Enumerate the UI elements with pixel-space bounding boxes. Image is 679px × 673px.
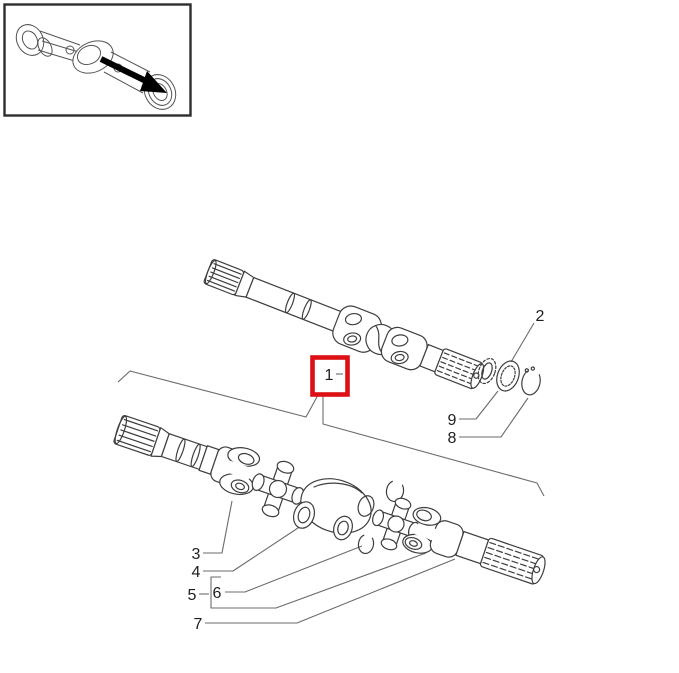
splined-ring-part: [496, 360, 520, 392]
leader-lines: [117, 322, 545, 624]
callout-label-3[interactable]: 3: [192, 546, 201, 563]
callout-label-7[interactable]: 7: [194, 616, 203, 633]
lower-driveshaft-exploded-drawing: [113, 415, 546, 585]
callout-label-5[interactable]: 5: [188, 587, 197, 604]
callout-labels: 2 9 8 3 4 5 6 7: [188, 308, 545, 633]
highlight-arrow-icon: [99, 56, 167, 93]
circlip-part: [385, 479, 405, 503]
upper-driveshaft-drawing: [203, 259, 541, 396]
bracket-5: [210, 552, 427, 609]
callout-label-1[interactable]: 1: [325, 367, 334, 384]
selected-part-callout[interactable]: 1: [310, 355, 350, 397]
spider-joint-1: [251, 460, 305, 518]
small-snap-ring-part: [357, 533, 375, 555]
snap-ring-part: [521, 366, 541, 396]
toothed-washer-part: [477, 357, 497, 385]
callout-label-2[interactable]: 2: [536, 308, 545, 325]
callout-label-8[interactable]: 8: [448, 430, 457, 447]
callout-label-9[interactable]: 9: [448, 412, 457, 429]
axle-overview-thumbnail[interactable]: [3, 3, 192, 117]
callout-label-6[interactable]: 6: [213, 585, 222, 602]
centre-double-yoke: [292, 478, 375, 541]
callout-label-4[interactable]: 4: [192, 564, 201, 581]
selected-callout-box[interactable]: [310, 355, 350, 397]
